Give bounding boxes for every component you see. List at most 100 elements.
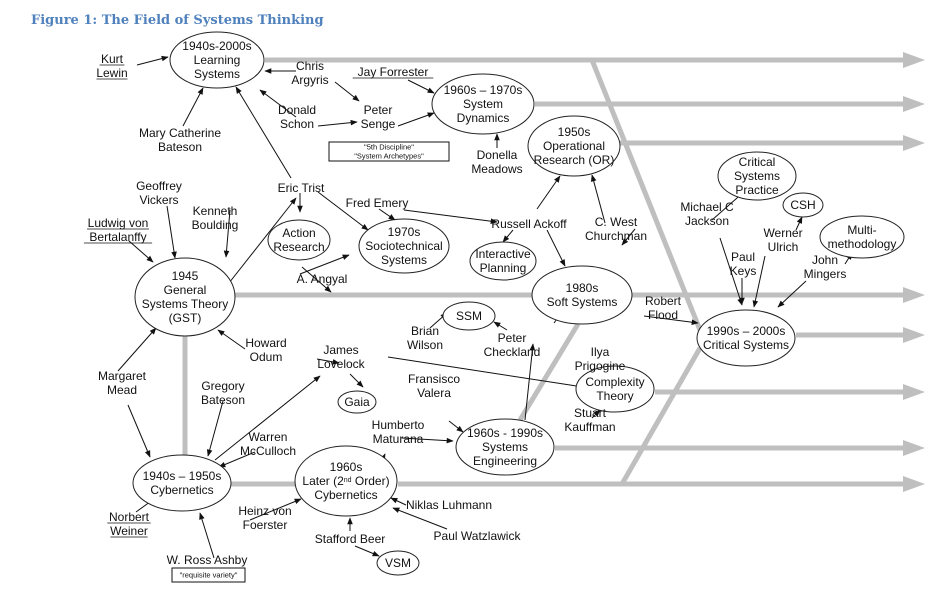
label-line: Ludwig von <box>88 216 149 230</box>
label-line: Keys <box>730 264 757 278</box>
label-line: Mead <box>107 383 137 397</box>
label-line: General <box>164 283 207 297</box>
label-line: Practice <box>735 183 779 197</box>
person-ackoff: Russell Ackoff <box>491 217 567 231</box>
label-line: Humberto <box>372 418 425 432</box>
influence-arrow <box>493 321 508 331</box>
label-line: 1940s-2000s <box>182 39 251 53</box>
label-line: CSH <box>790 198 815 212</box>
influence-arrow <box>349 373 364 388</box>
label-line: Prigogine <box>575 359 626 373</box>
influence-arrow <box>299 254 350 275</box>
note-box <box>328 141 450 162</box>
node-ellipse <box>527 115 621 177</box>
influence-arrow <box>392 507 448 530</box>
label-line: Vickers <box>139 193 178 207</box>
timeline-trunks <box>182 52 925 492</box>
note-ashby-note: "requisite variety" <box>171 567 246 583</box>
label-line: Cybernetics <box>314 488 377 502</box>
influence-arrow <box>354 545 380 557</box>
node-ellipse <box>696 309 796 367</box>
label-line: A. Angyal <box>297 272 348 286</box>
influence-arrow <box>128 240 154 263</box>
label-line: Gregory <box>201 379 244 393</box>
note-box <box>171 567 246 583</box>
label-line: Peter <box>498 331 527 345</box>
label-line: Ulrich <box>768 240 799 254</box>
influence-arrow <box>127 404 151 458</box>
node-ellipse <box>431 73 535 135</box>
trunk-arrowhead <box>903 287 925 303</box>
label-line: Fred Emery <box>346 196 409 210</box>
influence-arrow <box>166 205 177 259</box>
label-line: Bateson <box>201 393 245 407</box>
label-line: Theory <box>596 389 633 403</box>
label-line: Systems <box>381 253 427 267</box>
timeline-diagonal <box>589 59 703 331</box>
label-line: Kenneth <box>193 204 238 218</box>
influence-arrow <box>249 498 302 521</box>
label-line: Critical <box>739 155 776 169</box>
node-ellipse <box>469 241 537 281</box>
influence-arrow <box>378 208 396 221</box>
field-node-multi: Multi-methodology <box>819 215 905 259</box>
trunk-arrowhead <box>903 476 925 492</box>
label-line: Later (2nd Order) <box>302 474 389 488</box>
label-line: Bertalanffy <box>89 230 146 244</box>
label-line: Fransisco <box>408 372 460 386</box>
label-line: Peter <box>364 103 393 117</box>
label-line: Multi- <box>847 223 876 237</box>
label-line: Stuart <box>574 406 607 420</box>
node-ellipse <box>455 418 555 476</box>
person-luhmann: Niklas Luhmann <box>406 498 492 512</box>
label-line: 1940s – 1950s <box>143 469 222 483</box>
note-text: "requisite variety" <box>180 571 238 580</box>
influence-arrow <box>502 229 514 243</box>
label-line: Flood <box>648 308 678 322</box>
influence-arrow <box>795 216 803 231</box>
label-line: James <box>323 343 358 357</box>
node-ellipse <box>294 445 398 517</box>
influence-arrow <box>301 266 332 293</box>
influence-arrow <box>621 228 636 246</box>
label-line: C. West <box>595 215 638 229</box>
label-line: Heinz von <box>238 504 291 518</box>
label-line: (GST) <box>169 311 202 325</box>
influence-arrow <box>317 191 369 231</box>
label-line: Kurt <box>101 52 124 66</box>
influence-arrow <box>235 86 292 179</box>
label-line: Norbert <box>109 510 150 524</box>
label-line: Russell Ackoff <box>491 217 567 231</box>
label-line: Schon <box>280 117 314 131</box>
label-line: Senge <box>361 117 396 131</box>
influence-arrow <box>217 329 246 350</box>
influence-arrow <box>546 229 566 267</box>
label-line: Systems Theory <box>142 297 228 311</box>
node-ellipse <box>782 192 824 218</box>
label-line: Learning <box>194 53 241 67</box>
label-line: Margaret <box>98 369 147 383</box>
label-line: Mary Catherine <box>139 126 221 140</box>
label-line: Research (OR) <box>534 153 615 167</box>
label-line: 1950s <box>558 125 591 139</box>
label-line: Meadows <box>471 162 522 176</box>
influence-arrow <box>316 358 340 365</box>
notes: "5th Discipline""System Archetypes""requ… <box>171 141 450 583</box>
influence-arrow <box>387 356 584 389</box>
label-line: methodology <box>828 237 897 251</box>
